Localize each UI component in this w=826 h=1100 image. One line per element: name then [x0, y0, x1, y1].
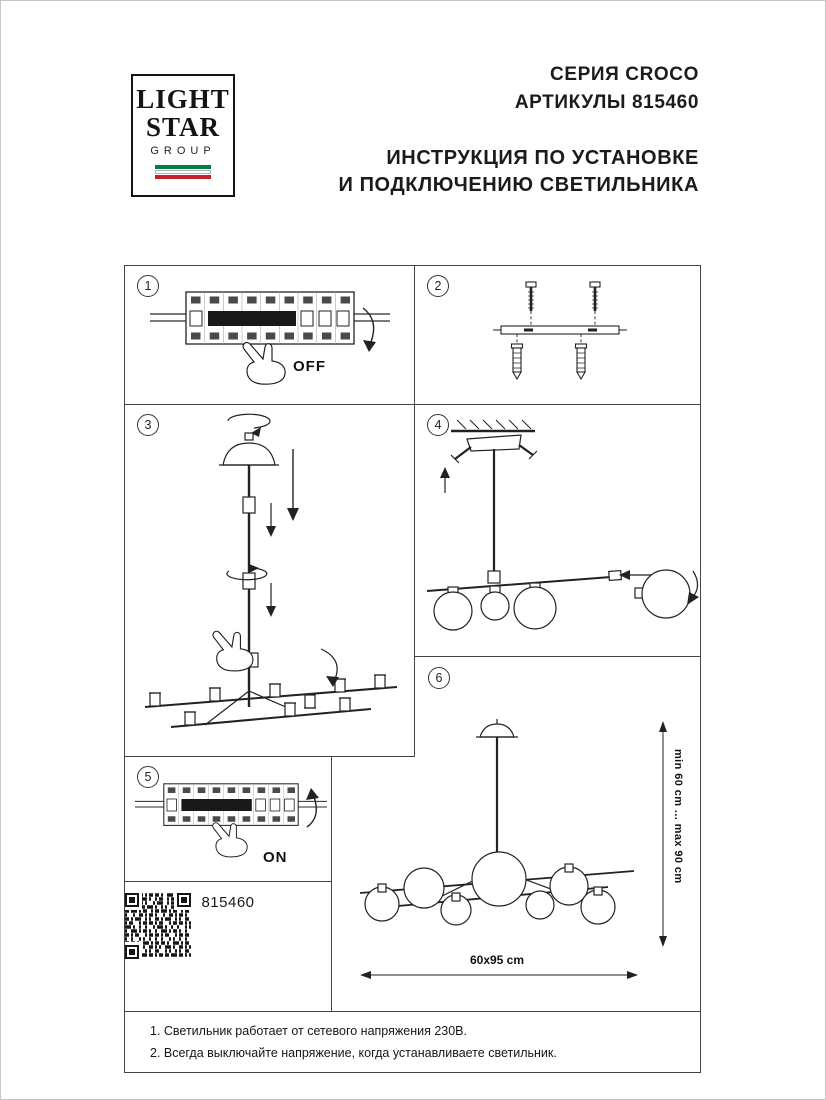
switch-off-label: OFF — [293, 358, 326, 375]
article-title: АРТИКУЛЫ 815460 — [514, 92, 699, 113]
lightstar-logo: LIGHT STAR GROUP — [131, 74, 235, 197]
width-dimension-label: 60x95 cm — [469, 953, 525, 967]
logo-text-star: STAR — [145, 112, 221, 142]
step-number: 4 — [427, 414, 449, 436]
footer-note-2: 2. Всегда выключайте напряжение, когда у… — [150, 1046, 557, 1060]
logo-text-group: GROUP — [150, 145, 216, 157]
article-qr-section: 815460 — [124, 881, 332, 1012]
panel-step-4: 4 — [414, 404, 701, 657]
step-number: 1 — [137, 275, 159, 297]
step-number: 3 — [137, 414, 159, 436]
step-number: 2 — [427, 275, 449, 297]
panel-step-1: 1 OFF — [124, 265, 415, 405]
italy-flag-icon — [155, 165, 211, 179]
series-title: СЕРИЯ CROCO — [550, 64, 699, 85]
canopy-and-globe-installation-illustration — [426, 419, 699, 631]
panel-step-2: 2 — [414, 265, 701, 405]
circuit-breaker-off-illustration — [125, 266, 414, 385]
chandelier-overview-illustration — [359, 719, 667, 979]
circuit-breaker-on-illustration — [125, 757, 331, 858]
panel-step-5: 5 ON — [124, 756, 332, 882]
switch-on-label: ON — [263, 849, 288, 866]
height-dimension-label: min 60 cm ... max 90 cm — [672, 749, 684, 884]
header: СЕРИЯ CROCO АРТИКУЛЫ 815460 ИНСТРУКЦИЯ П… — [338, 61, 699, 199]
instruction-title-line1: ИНСТРУКЦИЯ ПО УСТАНОВКЕ — [386, 147, 699, 169]
mounting-bracket-illustration — [493, 281, 627, 381]
footer-note-1: 1. Светильник работает от сетевого напря… — [150, 1024, 467, 1038]
instruction-title-line2: И ПОДКЛЮЧЕНИЮ СВЕТИЛЬНИКА — [338, 174, 699, 196]
article-number: 815460 — [201, 894, 255, 911]
rod-assembly-illustration — [144, 413, 398, 728]
footer-notes: 1. Светильник работает от сетевого напря… — [124, 1011, 701, 1073]
panel-step-3: 3 — [124, 404, 415, 757]
qr-code — [125, 893, 191, 959]
logo-text-light: LIGHT — [136, 84, 230, 114]
step-number: 5 — [137, 766, 159, 788]
step-number: 6 — [428, 667, 450, 689]
